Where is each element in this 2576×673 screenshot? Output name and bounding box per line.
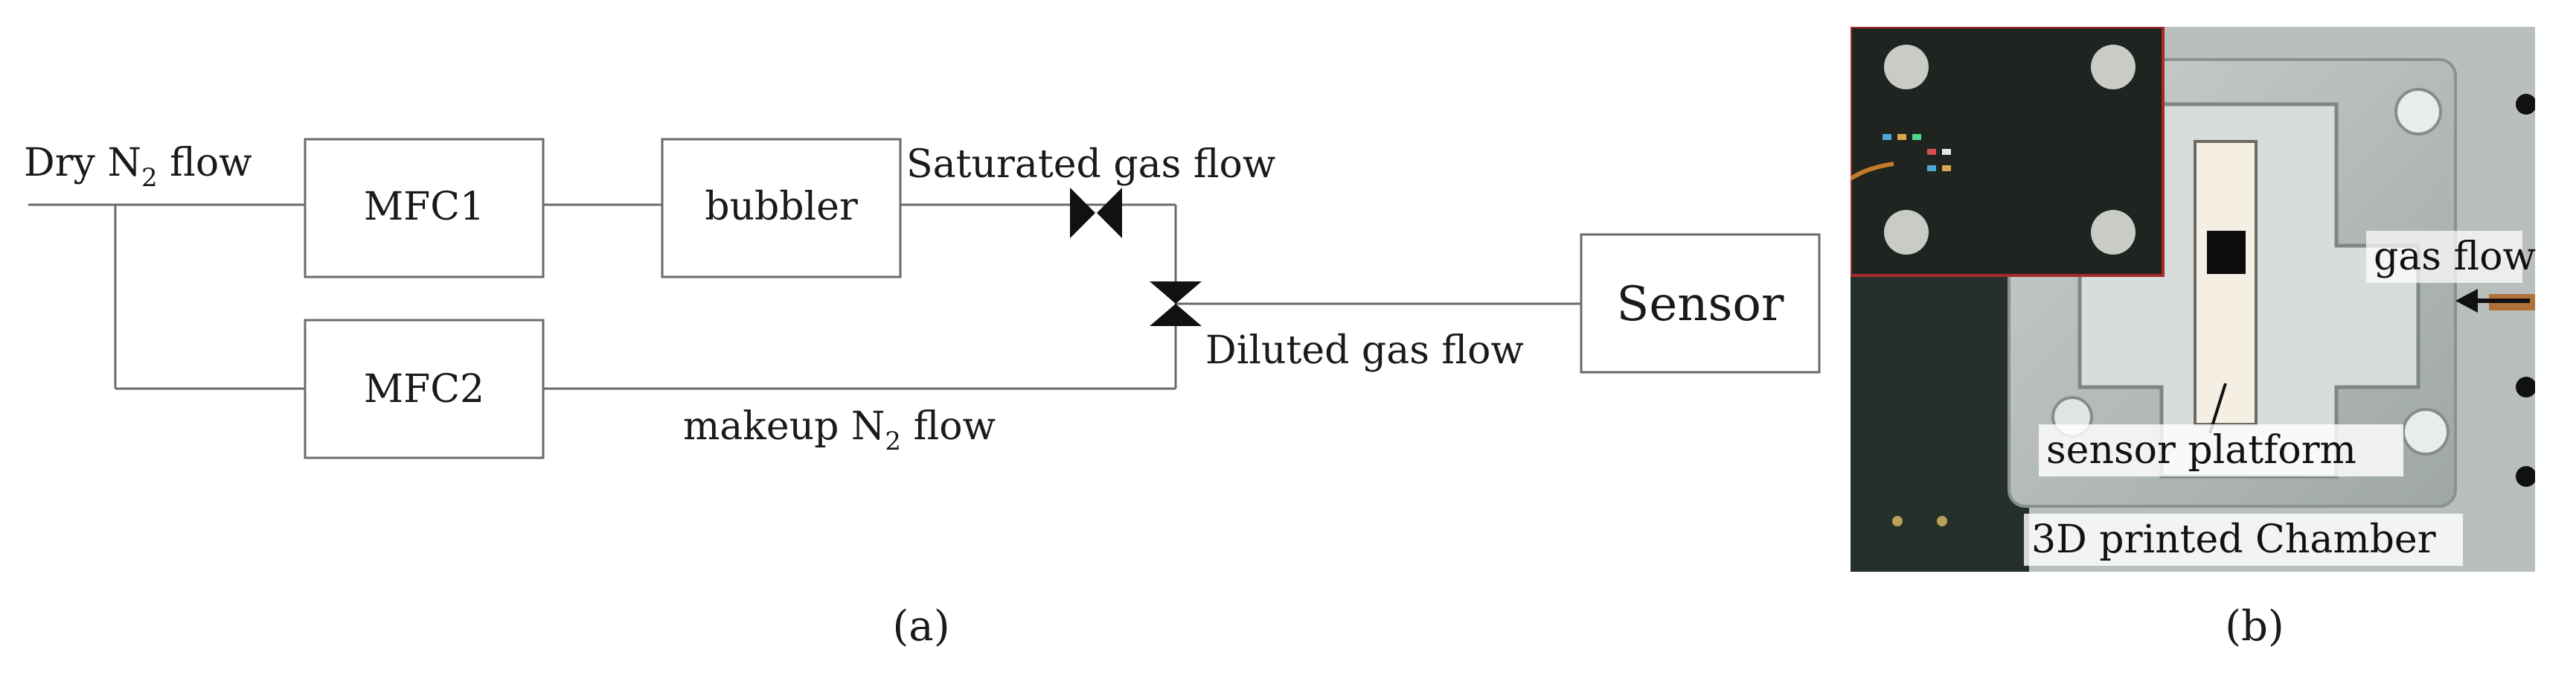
caption-b: (b): [2225, 602, 2284, 651]
sensor-box: [1580, 233, 1821, 374]
saturated-valve-icon: [1070, 188, 1095, 238]
mfc2-label: MFC2: [364, 367, 484, 412]
dry-n2-flow-label: Dry N2 flow: [24, 141, 252, 193]
caption-a: (a): [892, 602, 949, 651]
makeup-n2-flow-label: makeup N2 flow: [683, 404, 996, 456]
bubbler-label: bubbler: [705, 185, 858, 229]
schematic-a: Dry N2 flow MFC1 bubbler MFC2 Sensor Sat…: [24, 138, 1821, 651]
saturated-valve-icon-b: [1097, 188, 1122, 238]
saturated-gas-flow-label: Saturated gas flow: [906, 142, 1275, 187]
photo-b: gas flow sensor platform 3D printed Cham…: [1851, 27, 2536, 651]
mfc1-box: [304, 138, 545, 278]
mfc2-box: [304, 319, 545, 459]
3d-printed-chamber-label: 3D printed Chamber: [2031, 517, 2436, 562]
gas-flow-label: gas flow: [2374, 235, 2536, 279]
sensor-platform-label: sensor platform: [2046, 428, 2356, 473]
mixing-valve-icon: [1150, 281, 1202, 304]
diluted-gas-flow-label: Diluted gas flow: [1205, 328, 1524, 373]
mixing-valve-icon-b: [1150, 304, 1202, 326]
mfc1-label: MFC1: [364, 185, 484, 229]
bubbler-box: [661, 138, 902, 278]
sensor-label: Sensor: [1617, 277, 1784, 332]
chamber-photo: [1851, 27, 2535, 572]
